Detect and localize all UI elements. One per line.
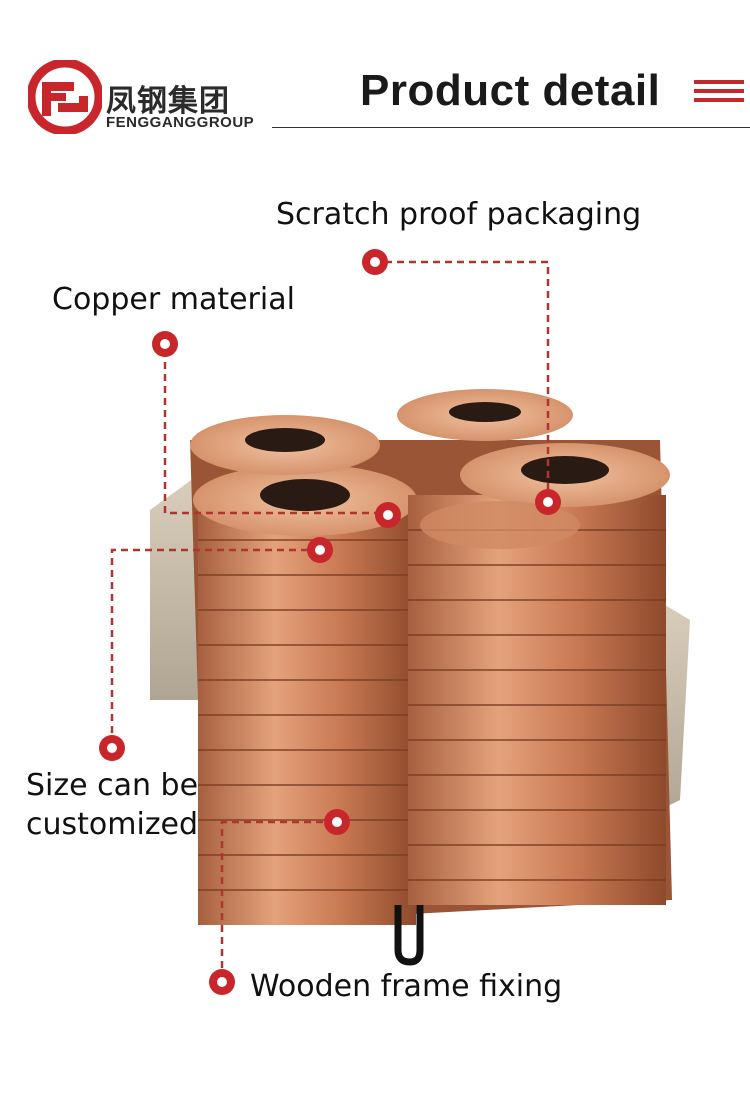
callout-wooden-frame: Wooden frame fixing [250,969,563,1004]
page-title: Product detail [360,66,661,115]
callout-leaders [110,260,550,980]
marker-copper-material [152,331,178,357]
marker-size-customized [99,735,125,761]
brand-name-cn: 凤钢集团 [106,84,230,119]
frame-hook-icon [394,905,424,966]
brand-name-en: FENGGANGGROUP [106,114,255,131]
marker-scratch-proof [362,249,388,275]
top-coils [190,389,670,549]
callout-size-customized: Size can be customized [26,766,266,844]
marker-size-coil [307,537,333,563]
fg-logo-icon [28,60,102,134]
marker-coil-top [535,489,561,515]
callout-size-line1: Size can be [26,768,199,803]
marker-wooden-frame [209,969,235,995]
callout-size-line2: customized [26,807,199,842]
marker-wooden-coil [324,809,350,835]
callout-scratch-proof: Scratch proof packaging [276,197,642,232]
callout-copper-material: Copper material [52,282,295,317]
title-menu-icon [694,80,744,106]
right-coil-stack [408,495,666,905]
left-coil-stack [193,464,417,925]
title-divider [272,127,750,128]
callout-markers [99,249,561,995]
marker-copper-coil [375,502,401,528]
